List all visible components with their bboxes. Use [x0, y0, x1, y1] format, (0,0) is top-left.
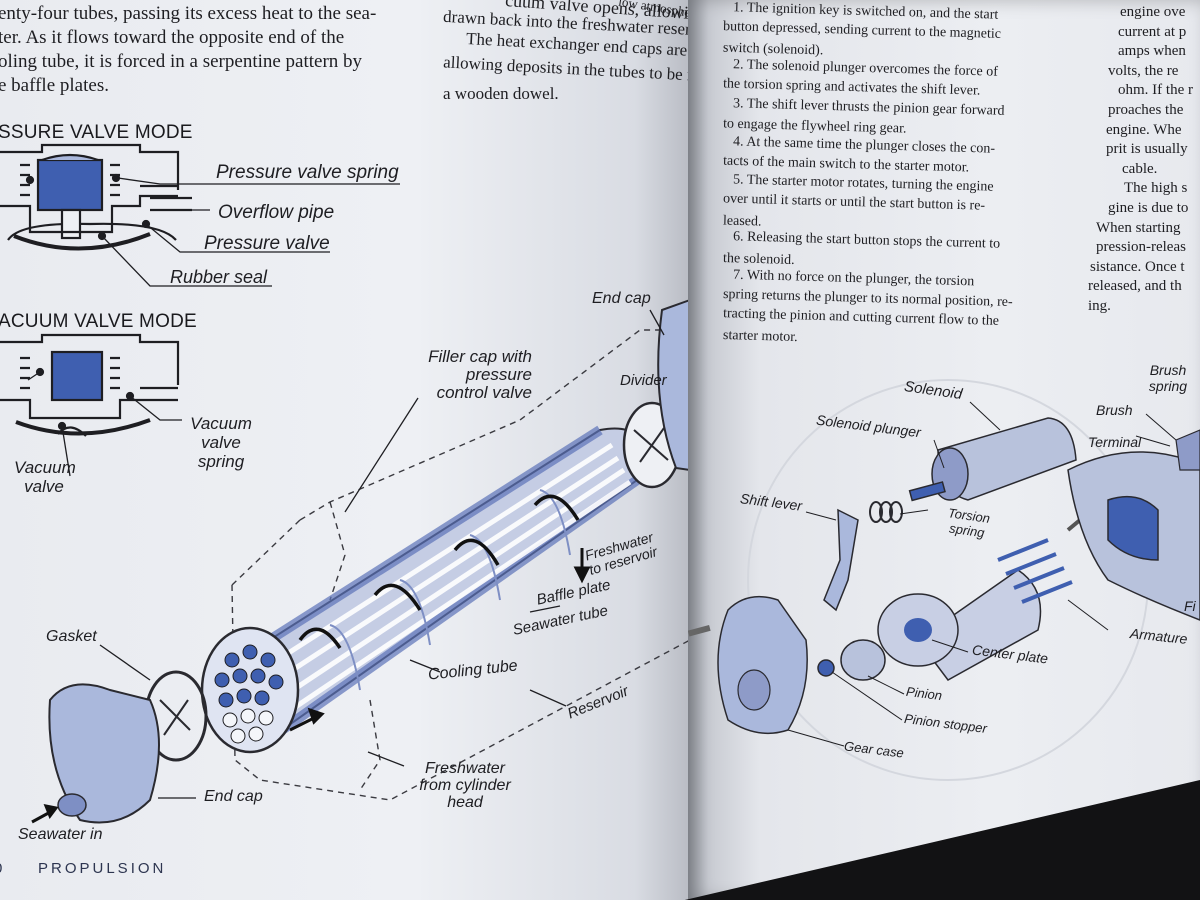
label-end-cap-top: End cap: [592, 290, 651, 307]
paragraph-line: ter. As it flows toward the opposite end…: [0, 27, 345, 48]
column-line: gine is due to: [1108, 200, 1189, 216]
column-line: volts, the re: [1108, 62, 1179, 79]
column-line: released, and th: [1088, 278, 1182, 295]
heat-exchanger-body: [200, 425, 645, 754]
label-divider: Divider: [620, 372, 667, 389]
solenoid: [908, 417, 1077, 502]
column-line: pression-releas: [1096, 239, 1186, 256]
column-line: prit is usually: [1106, 141, 1188, 158]
label-overflow-pipe: Overflow pipe: [218, 202, 335, 223]
pressure-cap-diagram: [0, 143, 192, 251]
right-page: 1. The ignition key is switched on, and …: [688, 0, 1200, 900]
page-number: 0: [0, 860, 2, 877]
label-pressure-valve-spring: Pressure valve spring: [216, 162, 399, 183]
paragraph-line: e baffle plates.: [0, 75, 109, 96]
label-terminal: Terminal: [1088, 434, 1142, 450]
column-line: ohm. If the r: [1118, 82, 1193, 99]
vacuum-mode-heading: ACUUM VALVE MODE: [0, 311, 197, 332]
vacuum-leaders: [27, 371, 182, 477]
label-rubber-seal: Rubber seal: [170, 267, 268, 287]
end-cap-bottom: [48, 683, 160, 824]
column-line: engine ove: [1120, 4, 1186, 20]
pressure-leaders: [101, 177, 400, 287]
left-page: enty-four tubes, passing its excess heat…: [0, 0, 690, 900]
column-line: cable.: [1122, 160, 1158, 177]
label-filler-cap: Filler cap with pressure control valve: [428, 347, 532, 402]
label-vacuum-valve-spring: Vacuum valve spring: [190, 414, 252, 471]
pinion: [840, 639, 886, 681]
label-seawater-in: Seawater in: [18, 826, 103, 843]
section-footer: PROPULSION: [38, 860, 167, 877]
vacuum-cap-diagram: [0, 333, 180, 437]
flow-arrows: [31, 548, 591, 824]
label-end-cap-bottom: End cap: [204, 788, 263, 805]
starter-leaders: [787, 401, 1177, 747]
label-pressure-valve: Pressure valve: [204, 233, 330, 254]
gear-case: [717, 595, 808, 735]
column-line: sistance. Once t: [1090, 258, 1185, 275]
label-brush-spring: Brush spring: [1148, 362, 1188, 394]
starter-motor-illustration: [688, 379, 1200, 781]
label-freshwater-from-cylinder-head: Freshwater from cylinder head: [419, 760, 511, 811]
column-line: current at p: [1118, 23, 1187, 40]
label-field-fragment: Fi: [1184, 598, 1196, 614]
end-cap-top: [657, 298, 690, 472]
column-line: proaches the: [1108, 102, 1184, 118]
heat-exchanger-illustration: [0, 143, 690, 824]
torsion-spring: [869, 501, 903, 523]
middle-line: a wooden dowel.: [443, 84, 559, 103]
pressure-mode-heading: SSURE VALVE MODE: [0, 122, 193, 143]
pinion-stopper: [817, 659, 835, 677]
column-line: ing.: [1088, 298, 1111, 314]
label-vacuum-valve: Vacuum valve: [14, 458, 76, 496]
exchanger-leaders: [99, 309, 665, 799]
reservoir-outline: [231, 329, 690, 801]
shift-lever: [823, 508, 859, 612]
label-gasket: Gasket: [46, 628, 97, 645]
paragraph-line: enty-four tubes, passing its excess heat…: [0, 3, 377, 24]
column-line: amps when: [1118, 43, 1186, 60]
column-line: When starting: [1096, 219, 1181, 236]
brush: [1175, 429, 1200, 471]
column-line: engine. Whe: [1106, 121, 1182, 138]
column-line: The high s: [1124, 180, 1188, 197]
label-brush: Brush: [1096, 402, 1133, 418]
paragraph-line: oling tube, it is forced in a serpentine…: [0, 51, 363, 72]
